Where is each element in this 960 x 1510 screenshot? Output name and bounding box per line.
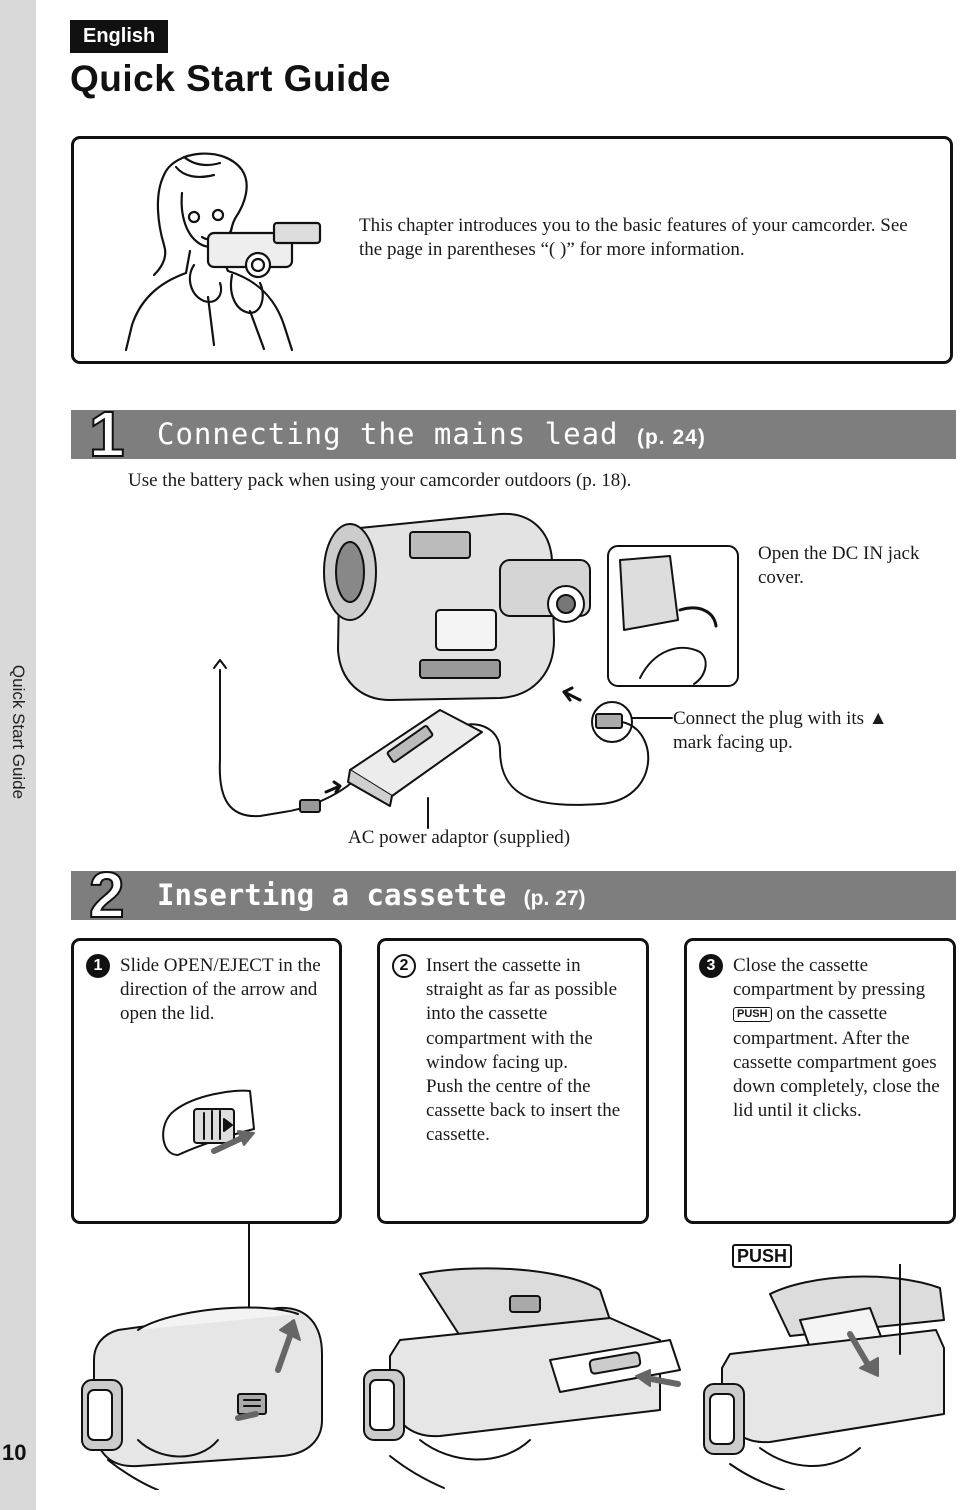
side-section-label: Quick Start Guide: [9, 664, 28, 800]
side-strip: Quick Start Guide 10: [0, 0, 36, 1510]
section-2-title: Inserting a cassette: [157, 878, 507, 912]
step-1-text: Slide OPEN/EJECT in the direction of the…: [120, 955, 321, 1025]
step-3-box: 3 Close the cassette compartment by pres…: [684, 938, 956, 1224]
open-eject-slider-illustration: [162, 1089, 255, 1156]
section-1-page-ref: (p. 24): [636, 426, 706, 449]
intro-text: This chapter introduces you to the basic…: [359, 215, 908, 260]
section-1-number: 1: [88, 398, 126, 470]
step-2-text: Insert the cassette in straight as far a…: [426, 955, 618, 1073]
step-1-box: 1 Slide OPEN/EJECT in the direction of t…: [71, 938, 342, 1224]
dc-in-callout: Open the DC IN jack cover.: [758, 543, 920, 588]
intro-box: This chapter introduces you to the basic…: [71, 136, 953, 364]
section-1-body: Use the battery pack when using your cam…: [128, 470, 632, 491]
camcorder-close-compartment-illustration: [703, 1264, 945, 1490]
page-title: Quick Start Guide: [70, 58, 392, 99]
push-button-icon: PUSH: [733, 1007, 772, 1023]
page-number: 10: [2, 1440, 27, 1465]
step-1-number: 1: [86, 954, 110, 978]
section-2-number: 2: [88, 859, 126, 931]
step-3-text-after: on the cassette compartment. After the c…: [733, 1003, 940, 1122]
plug-callout: Connect the plug with its ▲ mark facing …: [673, 708, 888, 753]
section-1-title: Connecting the mains lead: [157, 417, 619, 451]
push-callout-label: PUSH: [732, 1244, 793, 1268]
step-2-text-secondary: Push the centre of the cassette back to …: [426, 1076, 621, 1146]
camcorder-lid-open-illustration: [81, 1306, 323, 1490]
language-tag: English: [70, 20, 169, 53]
step-3-number: 3: [699, 954, 723, 978]
camcorder-insert-cassette-illustration: [363, 1267, 681, 1489]
section-2-header: 2 Inserting a cassette (p. 27): [71, 862, 956, 928]
woman-with-camcorder-illustration: [124, 152, 322, 352]
section-2-page-ref: (p. 27): [523, 887, 586, 910]
step-3-text-before: Close the cassette compartment by pressi…: [733, 955, 926, 1001]
section-1-header: 1 Connecting the mains lead (p. 24): [71, 401, 956, 467]
section-1-title-line: Connecting the mains lead (p. 24): [157, 417, 706, 451]
camcorder-with-adaptor-illustration: [213, 512, 739, 829]
section-2-title-line: Inserting a cassette (p. 27): [157, 878, 586, 912]
step-2-text-group: Insert the cassette in straight as far a…: [426, 954, 641, 1148]
step-3-text-group: Close the cassette compartment by pressi…: [733, 954, 948, 1123]
step-2-number: 2: [392, 954, 416, 978]
step-2-box: 2 Insert the cassette in straight as far…: [377, 938, 649, 1224]
adaptor-callout: AC power adaptor (supplied): [348, 827, 571, 848]
